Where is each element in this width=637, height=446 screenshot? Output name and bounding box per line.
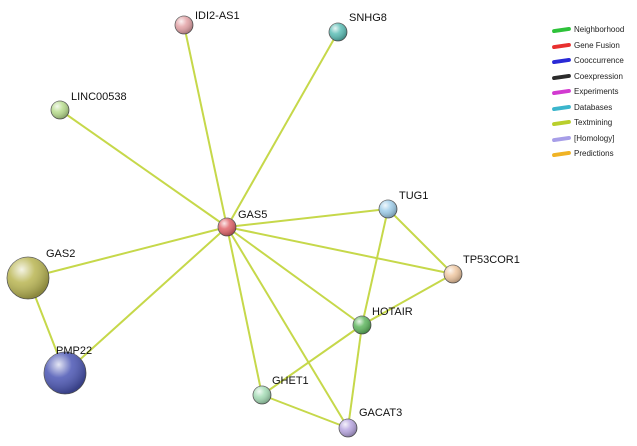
node-ghet1[interactable]: GHET1 xyxy=(252,375,309,405)
node-hotair[interactable]: HOTAIR xyxy=(352,306,413,335)
legend-label: Experiments xyxy=(574,87,619,96)
edge-gas5-gacat3 xyxy=(226,226,349,429)
node-gas2[interactable]: GAS2 xyxy=(6,248,75,300)
edge-gas5-ghet1 xyxy=(226,226,263,396)
node-label: GHET1 xyxy=(272,375,309,387)
legend-swatch xyxy=(551,73,572,80)
node-tp53cor1[interactable]: TP53COR1 xyxy=(443,254,520,284)
legend-swatch xyxy=(551,26,572,34)
node-tug1[interactable]: TUG1 xyxy=(378,190,428,219)
node-shine xyxy=(7,257,49,299)
edge-gas5-snhg8 xyxy=(226,31,339,228)
edge-tp53cor1-hotair xyxy=(361,273,454,326)
legend-swatch xyxy=(551,42,572,49)
node-label: HOTAIR xyxy=(372,306,413,318)
legend-label: Neighborhood xyxy=(574,25,625,34)
legend-item-predictions: Predictions xyxy=(551,148,636,164)
legend-swatch xyxy=(551,150,572,158)
legend-item-experiments: Experiments xyxy=(551,86,636,102)
node-shine xyxy=(175,16,193,34)
edge-hotair-gacat3 xyxy=(347,324,363,429)
legend-swatch xyxy=(551,104,572,111)
edge-tug1-hotair xyxy=(361,208,389,326)
node-gas5[interactable]: GAS5 xyxy=(217,209,267,237)
legend-item-coexpression: Coexpression xyxy=(551,71,636,87)
edge-gas5-pmp22 xyxy=(64,226,228,374)
edge-gas5-gas2 xyxy=(27,226,228,279)
node-snhg8[interactable]: SNHG8 xyxy=(328,12,387,42)
node-gacat3[interactable]: GACAT3 xyxy=(338,407,402,438)
legend-label: [Homology] xyxy=(574,133,615,143)
legend-item-databases: Databases xyxy=(551,102,636,118)
legend-item-textmining: Textmining xyxy=(551,117,636,133)
node-label: SNHG8 xyxy=(349,12,387,24)
node-label: GACAT3 xyxy=(359,407,402,419)
node-shine xyxy=(253,386,271,404)
node-label: TP53COR1 xyxy=(463,254,520,266)
node-shine xyxy=(51,101,69,119)
legend-item-cooccurrence: Cooccurrence xyxy=(551,55,636,71)
node-layer: GAS5 IDI2-AS1 SNHG8LINC00538TUG1TP53COR1HO… xyxy=(6,10,520,438)
edge-gas5-tp53cor1 xyxy=(226,226,454,275)
node-shine xyxy=(353,316,371,334)
node-shine xyxy=(329,23,347,41)
node-shine xyxy=(339,419,357,437)
legend-label: Textmining xyxy=(574,118,613,127)
node-shine xyxy=(379,200,397,218)
node-label: PMP22 xyxy=(56,345,92,357)
edge-layer xyxy=(27,24,454,429)
node-shine xyxy=(218,218,236,236)
node-label: GAS2 xyxy=(46,248,75,260)
edge-ghet1-gacat3 xyxy=(261,394,349,429)
legend-item-gene-fusion: Gene Fusion xyxy=(551,40,636,56)
legend-swatch xyxy=(551,57,572,65)
node-label: TUG1 xyxy=(399,190,428,202)
legend-label: Cooccurrence xyxy=(574,56,624,65)
edge-tug1-tp53cor1 xyxy=(387,208,454,275)
node-label: IDI2-AS1 xyxy=(195,10,240,22)
legend-label: Predictions xyxy=(574,149,614,158)
legend-item-homology: [Homology] xyxy=(551,133,636,149)
node-pmp22[interactable]: PMP22 xyxy=(43,345,92,395)
legend: Neighborhood Gene Fusion Cooccurrence Co… xyxy=(551,24,636,164)
edge-gas5-tug1 xyxy=(226,208,389,228)
legend-label: Databases xyxy=(574,102,613,112)
edge-gas5-hotair xyxy=(226,226,363,326)
legend-item-neighborhood: Neighborhood xyxy=(551,24,636,40)
edge-gas5-idi2-as1 xyxy=(183,24,228,228)
edge-hotair-ghet1 xyxy=(261,324,363,396)
legend-label: Gene Fusion xyxy=(574,40,620,50)
edge-gas5-linc00538 xyxy=(59,109,228,228)
legend-swatch xyxy=(551,119,572,127)
legend-swatch xyxy=(551,88,572,96)
node-shine xyxy=(44,352,86,394)
node-linc00538[interactable]: LINC00538 xyxy=(50,91,127,120)
node-shine xyxy=(444,265,462,283)
legend-label: Coexpression xyxy=(574,71,623,81)
node-idi2-as1[interactable]: IDI2-AS1 xyxy=(174,10,240,35)
node-label: GAS5 xyxy=(238,209,267,221)
node-label: LINC00538 xyxy=(71,91,127,103)
legend-swatch xyxy=(551,135,572,142)
